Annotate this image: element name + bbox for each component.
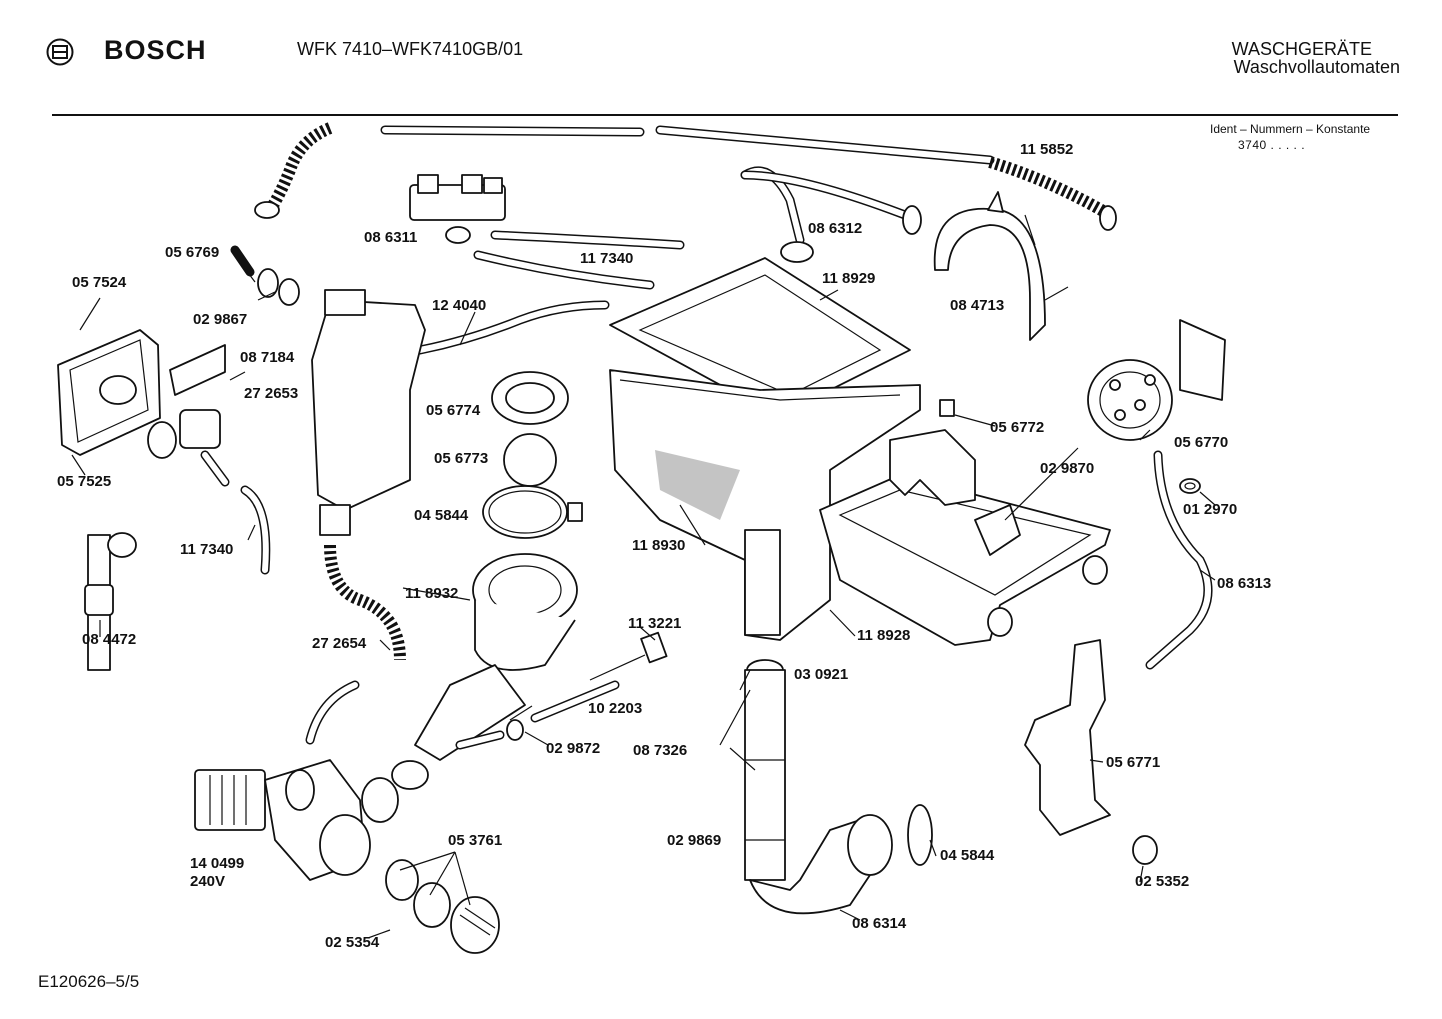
elbow-drawing — [230, 245, 255, 277]
solenoid-valve-drawing — [409, 174, 506, 244]
brand-logo: BOSCH — [104, 35, 207, 65]
part-label: 05 7525 — [57, 473, 111, 490]
category-subtitle: Waschvollautomaten — [1233, 57, 1400, 77]
mounting-panel-drawing — [57, 329, 161, 456]
sump-drawing — [391, 553, 578, 790]
part-label: 05 3761 — [448, 832, 502, 849]
mounting-bracket-drawing — [1024, 639, 1111, 836]
part-label: 11 8930 — [632, 537, 685, 554]
part-label: 02 5352 — [1135, 873, 1189, 890]
part-label: 02 9867 — [193, 311, 247, 328]
hose-bracket-drawing — [933, 207, 1046, 341]
part-label: 14 0499 — [190, 855, 244, 872]
part-label: 05 6771 — [1106, 754, 1160, 771]
part-label: 240V — [190, 873, 225, 890]
part-label: 27 2653 — [244, 385, 298, 402]
ident-label: Ident – Nummern – Konstante — [1210, 122, 1371, 136]
nut-drawing — [1132, 835, 1158, 865]
part-label: 02 5354 — [325, 934, 380, 951]
part-label: 05 7524 — [72, 274, 127, 291]
part-label: 11 8929 — [822, 270, 875, 287]
bellows-hose-drawing — [305, 544, 406, 745]
part-label: 08 7184 — [240, 349, 295, 366]
part-label: 05 6769 — [165, 244, 219, 261]
tray-drawing — [819, 474, 1111, 646]
drain-pipe-drawing — [744, 659, 786, 881]
pump-seals-drawing — [385, 859, 500, 954]
part-label: 11 5852 — [1020, 141, 1073, 158]
drain-hose-drawing — [254, 122, 1117, 231]
inlet-valve-drawing — [147, 344, 230, 487]
part-label: 08 4713 — [950, 297, 1004, 314]
drain-pump-drawing — [194, 759, 399, 881]
pressure-switch-drawing — [1087, 319, 1226, 441]
dispenser-bracket-drawing — [889, 429, 976, 506]
ident-value: 3740 . . . . . — [1238, 138, 1306, 152]
part-label: 12 4040 — [432, 297, 486, 314]
part-label: 05 6774 — [426, 402, 481, 419]
part-label: 02 9869 — [667, 832, 721, 849]
part-labels: 11 5852 08 6312 05 6769 08 6311 11 7340 … — [57, 141, 1271, 951]
document-id: E120626–5/5 — [38, 972, 140, 991]
part-label: 08 7326 — [633, 742, 687, 759]
part-label: 11 3221 — [628, 615, 681, 632]
part-label: 11 8932 — [405, 585, 458, 602]
part-label: 05 6770 — [1174, 434, 1228, 451]
part-label: 04 5844 — [414, 507, 469, 524]
part-label: 27 2654 — [312, 635, 367, 652]
tub-housing-drawing — [609, 369, 921, 641]
part-label: 11 8928 — [857, 627, 910, 644]
part-label: 02 9870 — [1040, 460, 1094, 477]
sensor-rod-drawing — [589, 654, 646, 681]
leader-lines — [71, 214, 1216, 939]
part-label: 08 6311 — [364, 229, 417, 246]
detergent-dispenser-drawing — [311, 289, 426, 536]
bosch-armature-logo-icon — [46, 38, 74, 66]
ring-drawing — [1179, 478, 1201, 494]
part-label: 04 5844 — [940, 847, 995, 864]
part-label: 08 6314 — [852, 915, 907, 932]
part-label: 11 7340 — [580, 250, 633, 267]
curved-hose-drawing — [740, 166, 922, 263]
part-label: 05 6773 — [434, 450, 488, 467]
part-label: 11 7340 — [180, 541, 233, 558]
inlet-hoses-drawing — [415, 230, 685, 355]
part-label: 08 6312 — [808, 220, 862, 237]
model-number: WFK 7410–WFK7410GB/01 — [297, 39, 524, 59]
seal-ring-drawing — [482, 371, 583, 539]
part-label: 02 9872 — [546, 740, 600, 757]
part-label: 10 2203 — [588, 700, 642, 717]
part-label: 01 2970 — [1183, 501, 1237, 518]
part-label: 05 6772 — [990, 419, 1044, 436]
bellows-elbow-drawing — [749, 804, 933, 915]
part-label: 08 6313 — [1217, 575, 1271, 592]
header-divider — [52, 114, 1398, 116]
pipe-drawing — [84, 532, 137, 671]
category-title: WASCHGERÄTE — [1231, 39, 1372, 59]
gasket-drawing — [974, 504, 1021, 556]
part-label: 08 4472 — [82, 631, 136, 648]
part-label: 03 0921 — [794, 666, 848, 683]
